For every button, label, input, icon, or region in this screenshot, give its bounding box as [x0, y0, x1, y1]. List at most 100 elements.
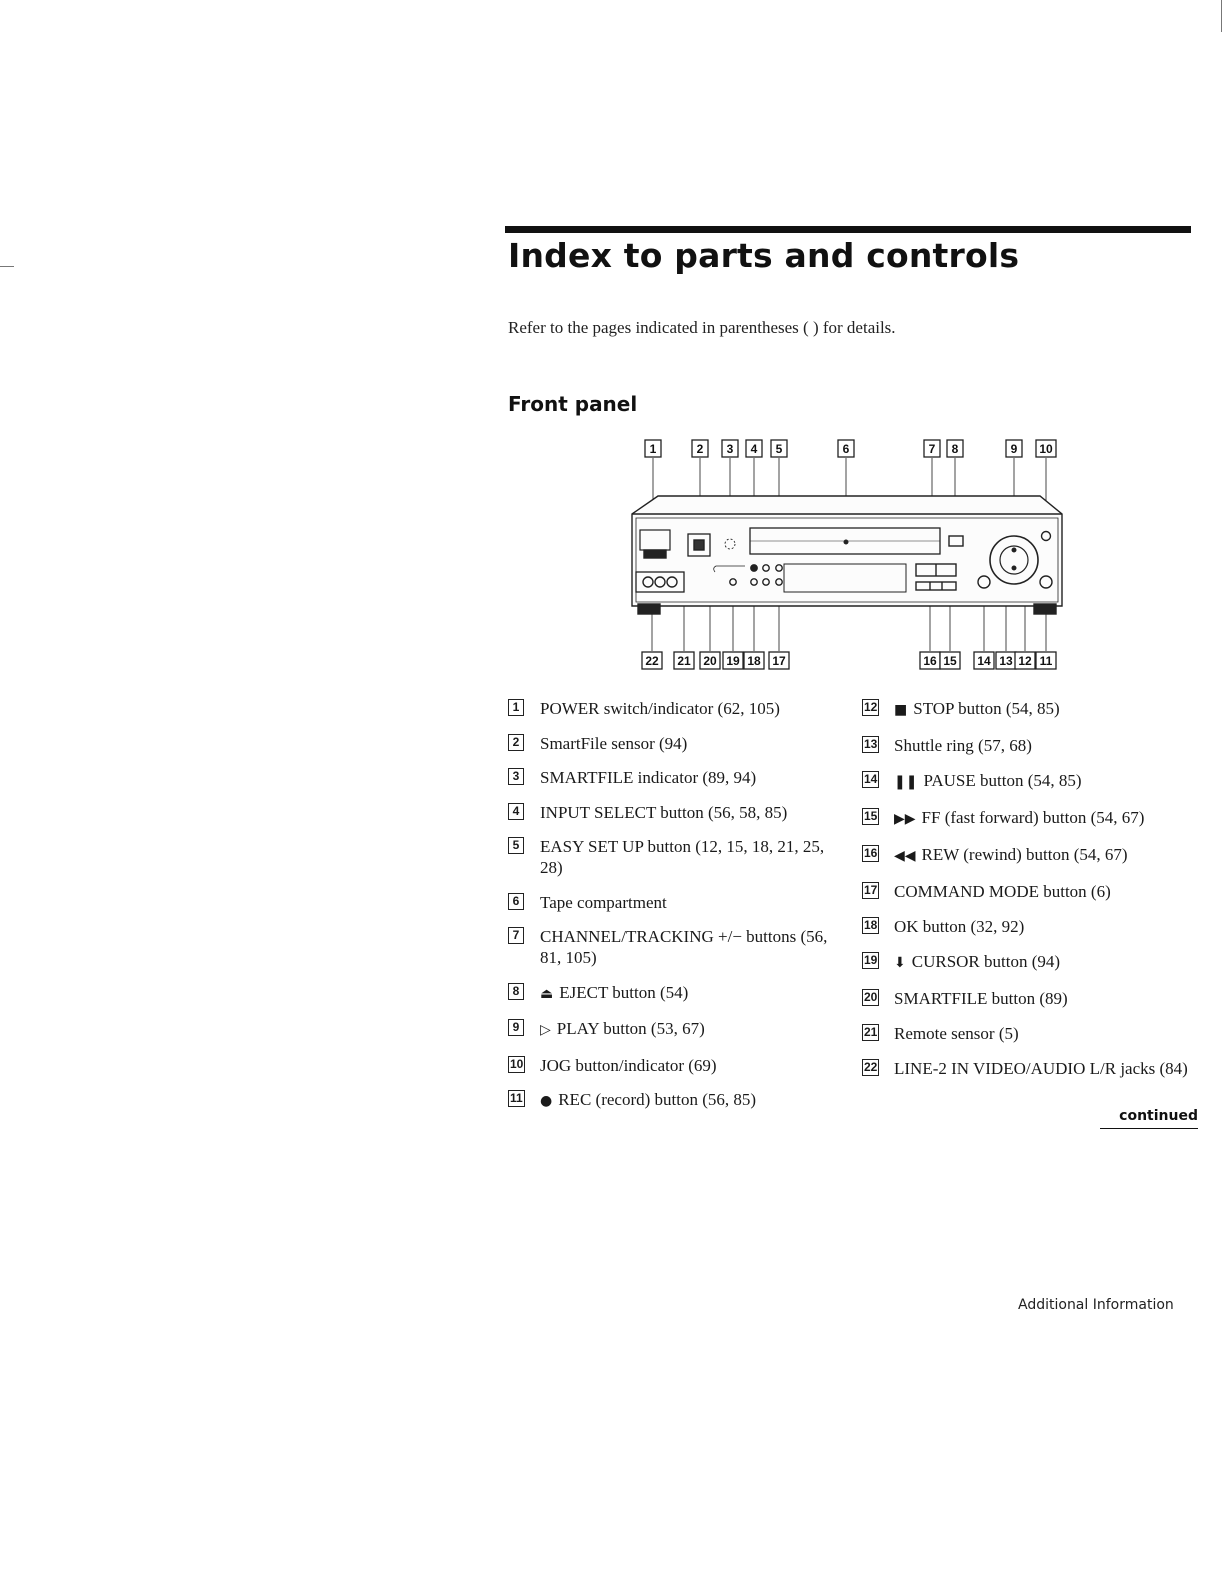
callout-18: 18 — [743, 651, 765, 670]
callout-label: 2 — [697, 442, 704, 456]
part-number-badge: 13 — [862, 736, 880, 753]
callout-21: 21 — [673, 651, 695, 670]
parts-list-right: 12■STOP button (54, 85) 13 Shuttle ring (5… — [862, 698, 1197, 1093]
callout-15: 15 — [939, 651, 961, 670]
part-number-badge: 3 — [508, 768, 524, 785]
callout-16: 16 — [919, 651, 941, 670]
part-description: CURSOR button (94) — [911, 952, 1061, 971]
callout-2: 2 — [691, 439, 709, 458]
part-number-badge: 19 — [862, 952, 880, 969]
part-description: LINE-2 IN VIDEO/AUDIO L/R jacks (84) — [894, 1059, 1188, 1078]
part-description: OK button (32, 92) — [894, 917, 1025, 936]
callout-label: 16 — [923, 654, 937, 668]
callout-17: 17 — [768, 651, 790, 670]
part-description: REW (rewind) button (54, 67) — [921, 845, 1128, 864]
part-description: REC (record) button (56, 85) — [558, 1090, 757, 1109]
part-description: EASY SET UP button (12, 15, 18, 21, 25, … — [540, 837, 825, 877]
title-rule — [505, 226, 1191, 233]
part-number-badge: 22 — [862, 1059, 880, 1076]
callout-label: 14 — [977, 654, 991, 668]
callout-label: 19 — [726, 654, 740, 668]
part-number-badge: 7 — [508, 927, 524, 944]
callout-11: 11 — [1035, 651, 1057, 670]
control-symbol-icon: ■ — [894, 702, 908, 718]
part-item-5: 5 EASY SET UP button (12, 15, 18, 21, 25,… — [508, 836, 838, 878]
part-description: SMARTFILE button (89) — [894, 989, 1068, 1008]
callout-14: 14 — [973, 651, 995, 670]
part-description: FF (fast forward) button (54, 67) — [921, 808, 1145, 827]
callout-1: 1 — [644, 439, 662, 458]
part-item-11: 11 ● REC (record) button (56, 85) — [508, 1089, 838, 1112]
callout-label: 11 — [1040, 654, 1053, 668]
part-number-badge: 1 — [508, 699, 524, 716]
part-item-6: 6 Tape compartment — [508, 892, 838, 913]
callout-label: 10 — [1039, 442, 1053, 456]
part-item-22: 22 LINE-2 IN VIDEO/AUDIO L/R jacks (84) — [862, 1058, 1197, 1079]
control-symbol-icon: ● — [540, 1093, 553, 1109]
callout-label: 7 — [929, 442, 936, 456]
callout-7: 7 — [923, 439, 941, 458]
part-number-badge: 21 — [862, 1024, 880, 1041]
callout-22: 22 — [641, 651, 663, 670]
section-heading: Front panel — [508, 392, 638, 416]
part-item-7: 7 CHANNEL/TRACKING +/− buttons (56, 81, 1… — [508, 926, 838, 968]
part-description: Tape compartment — [540, 892, 667, 912]
section-footer: Additional Information — [1018, 1297, 1174, 1313]
part-description: PLAY button (53, 67) — [556, 1019, 705, 1038]
part-description: Shuttle ring (57, 68) — [894, 736, 1032, 755]
part-item-18: 18 OK button (32, 92) — [862, 916, 1197, 937]
page-title: Index to parts and controls — [508, 236, 1020, 275]
control-symbol-icon: ❚❚ — [894, 774, 918, 790]
intro-text: Refer to the pages indicated in parenthe… — [508, 318, 896, 337]
callout-6: 6 — [837, 439, 855, 458]
part-number-badge: 4 — [508, 802, 524, 820]
part-item-14: 14❚❚PAUSE button (54, 85) — [862, 770, 1197, 793]
control-symbol-icon: ◀◀ — [894, 848, 916, 864]
part-number-badge: 5 — [508, 837, 524, 854]
part-description: CHANNEL/TRACKING +/− buttons (56, 81, 10… — [540, 927, 828, 967]
callout-12: 12 — [1014, 651, 1036, 670]
part-description: COMMAND MODE button (6) — [894, 882, 1111, 901]
callout-label: 3 — [727, 442, 734, 456]
part-number-badge: 11 — [508, 1090, 525, 1107]
callout-20: 20 — [699, 651, 721, 670]
part-item-16: 16 ◀◀ REW (rewind) button (54, 67) — [862, 844, 1197, 867]
callout-10: 10 — [1035, 439, 1057, 458]
part-item-8: 8⏏EJECT button (54) — [508, 982, 838, 1005]
callout-4: 4 — [745, 439, 763, 458]
callout-label: 13 — [999, 654, 1013, 668]
part-number-badge: 17 — [862, 882, 880, 899]
part-number-badge: 6 — [508, 892, 524, 910]
edge-mark — [0, 266, 14, 267]
part-number-badge: 10 — [508, 1055, 526, 1073]
continued-label: continued — [1100, 1108, 1198, 1129]
callout-label: 18 — [747, 654, 761, 668]
callout-5: 5 — [770, 439, 788, 458]
part-item-9: 9▷PLAY button (53, 67) — [508, 1018, 838, 1041]
callout-label: 15 — [943, 654, 957, 668]
part-number-badge: 16 — [862, 845, 880, 862]
callout-label: 12 — [1018, 654, 1032, 668]
part-item-15: 15 ▶▶ FF (fast forward) button (54, 67) — [862, 807, 1197, 830]
part-number-badge: 18 — [862, 917, 880, 934]
part-number-badge: 20 — [862, 989, 880, 1006]
callout-label: 4 — [751, 442, 758, 456]
part-number-badge: 14 — [862, 771, 880, 788]
callout-13: 13 — [995, 651, 1017, 670]
part-item-12: 12■STOP button (54, 85) — [862, 698, 1197, 721]
callout-label: 8 — [952, 442, 959, 456]
edge-mark — [1221, 0, 1222, 32]
part-number-badge: 15 — [862, 808, 880, 825]
callout-label: 21 — [677, 654, 691, 668]
part-number-badge: 9 — [508, 1019, 524, 1036]
part-number-badge: 2 — [508, 733, 524, 751]
part-item-17: 17 COMMAND MODE button (6) — [862, 881, 1197, 902]
control-symbol-icon: ▶▶ — [894, 811, 916, 827]
callout-label: 20 — [703, 654, 717, 668]
